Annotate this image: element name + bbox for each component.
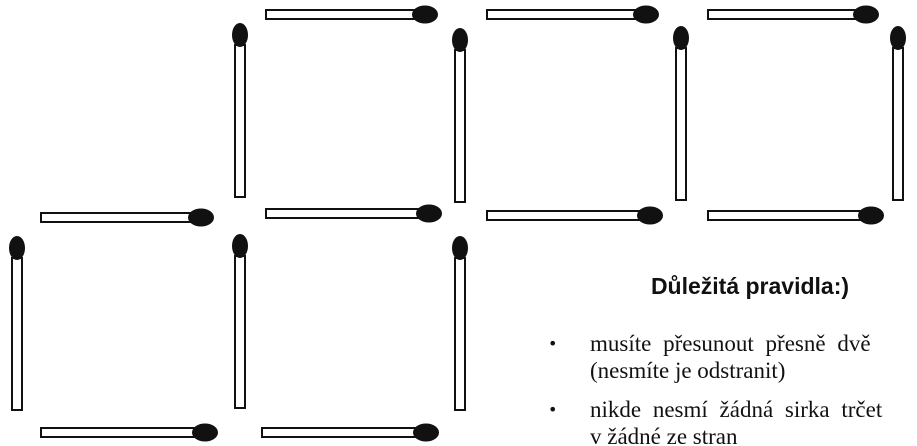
match-upper-vertical-1[interactable] [232, 23, 248, 198]
rule-1-line-2: (nesmíte je odstranit) [590, 358, 786, 383]
match-lower-vertical-1[interactable] [9, 236, 25, 411]
rules-list: • musíte přesunout přesně dvě (nesmíte j… [548, 330, 882, 446]
rule-2-line-1: nikde nesmí žádná sirka trčet [590, 397, 883, 422]
match-middle-3[interactable] [707, 206, 884, 225]
bullet-icon: • [548, 400, 558, 419]
match-lower-vertical-2[interactable] [232, 234, 248, 409]
rules-title: Důležitá pravidla:) [650, 273, 850, 299]
rule-1-line-1: musíte přesunout přesně dvě [590, 331, 871, 356]
match-lower-top-left[interactable] [40, 208, 214, 227]
match-top-1[interactable] [265, 5, 438, 24]
match-upper-vertical-4[interactable] [890, 26, 906, 201]
bullet-icon: • [548, 334, 558, 353]
match-bottom-1[interactable] [40, 423, 218, 442]
match-bottom-2[interactable] [261, 423, 439, 442]
match-upper-vertical-2[interactable] [452, 28, 468, 203]
match-top-3[interactable] [707, 5, 879, 24]
rule-item-2: • nikde nesmí žádná sirka trčet v žádné … [548, 396, 882, 446]
match-lower-vertical-3[interactable] [452, 236, 468, 411]
match-middle-2[interactable] [486, 206, 663, 225]
match-middle-1[interactable] [265, 204, 442, 223]
match-upper-vertical-3[interactable] [673, 26, 689, 201]
rule-item-1: • musíte přesunout přesně dvě (nesmíte j… [548, 330, 882, 384]
match-top-2[interactable] [486, 5, 659, 24]
rule-2-line-2: v žádné ze stran [590, 424, 738, 446]
